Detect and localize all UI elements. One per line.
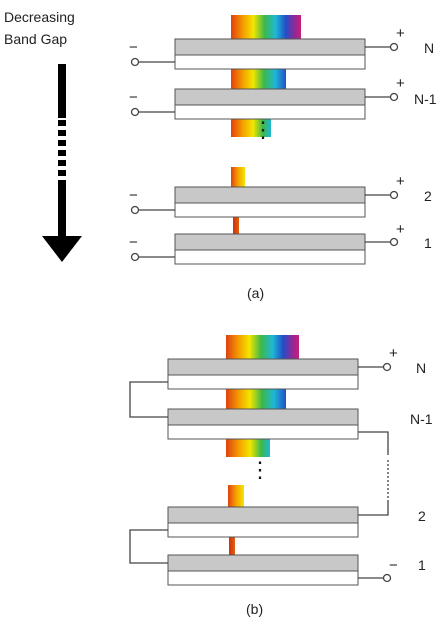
spectrum-n1-b: [226, 387, 286, 409]
spectrum-mid-b: [226, 439, 270, 457]
spectrum-1-a: [233, 216, 239, 234]
decreasing-arrow: [42, 64, 82, 262]
cell-1-b: [167, 554, 359, 586]
cell-n1-b: [167, 408, 359, 440]
plus-sign: +: [396, 25, 405, 42]
cell-label-1-b: 1: [418, 557, 426, 573]
series-wiring: [129, 366, 389, 579]
spectrum-1-b: [229, 535, 235, 555]
cell-label-1-a: 1: [424, 235, 432, 251]
cell-n1-a: [174, 88, 366, 120]
terminal-minus-b: [382, 573, 392, 583]
title-line-2: Band Gap: [4, 31, 67, 47]
cell-label-n1-a: N-1: [414, 91, 437, 107]
terminals-minus-a: [130, 57, 175, 262]
minus-sign: −: [389, 557, 398, 574]
minus-sign: −: [129, 39, 138, 56]
caption-a: (a): [247, 285, 264, 301]
plus-sign: +: [396, 75, 405, 92]
cell-2-b: [167, 506, 359, 538]
minus-sign: −: [129, 187, 138, 204]
cell-n-a: [174, 38, 366, 70]
spectrum-mid-a: [231, 119, 271, 137]
cell-2-a: [174, 186, 366, 218]
cell-label-2-b: 2: [418, 508, 426, 524]
caption-b: (b): [246, 601, 263, 617]
plus-sign: +: [389, 345, 398, 362]
panel-b: ⋮ + − N N-1 2 1 (b): [129, 335, 433, 617]
cell-label-n1-b: N-1: [410, 411, 433, 427]
spectrum-n-b: [226, 335, 299, 359]
panel-a: ⋮ + + + + − − − −: [129, 15, 437, 301]
cell-1-a: [174, 233, 366, 265]
spectrum-2-a: [231, 167, 245, 187]
minus-sign: −: [129, 89, 138, 106]
cell-label-n-a: N: [424, 40, 434, 56]
spectrum-n-a: [231, 15, 301, 39]
plus-sign: +: [396, 173, 405, 190]
spectrum-n1-a: [231, 67, 286, 89]
plus-sign: +: [396, 221, 405, 238]
terminals-plus-a: [365, 42, 399, 247]
cell-n-b: [167, 358, 359, 390]
minus-sign: −: [129, 234, 138, 251]
ellipsis-b: ⋮: [249, 457, 271, 482]
cell-label-2-a: 2: [424, 188, 432, 204]
title-line-1: Decreasing: [4, 9, 75, 25]
ellipsis-a: ⋮: [252, 117, 274, 142]
cell-label-n-b: N: [416, 360, 426, 376]
spectrum-2-b: [228, 485, 244, 507]
terminal-plus-b: [382, 362, 392, 372]
